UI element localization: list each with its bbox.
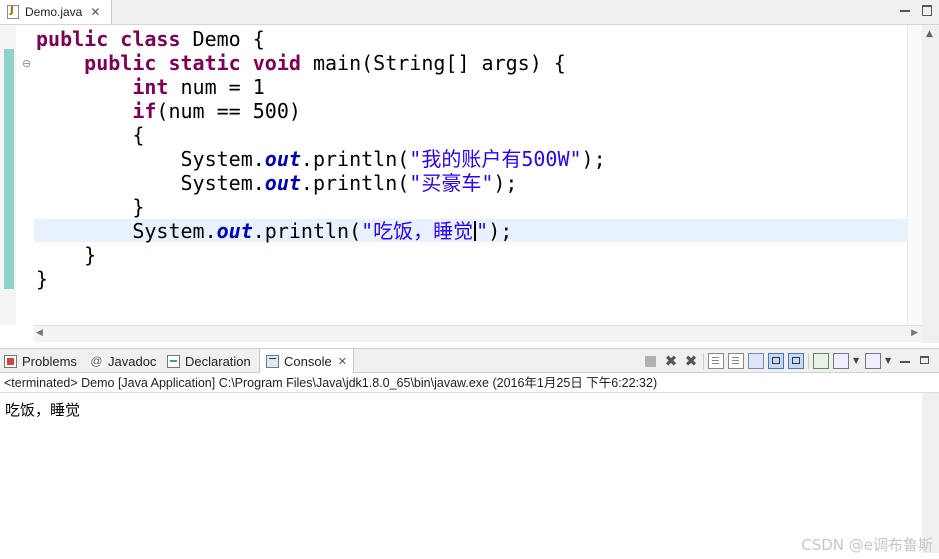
code-line[interactable]: System.out.println("买豪车");	[36, 171, 606, 195]
editor-tab-strip: Demo.java ✕	[0, 0, 939, 25]
tab-problems[interactable]: Problems	[4, 349, 77, 373]
code-token: if	[36, 99, 157, 123]
code-token: }	[36, 243, 97, 267]
maximize-icon[interactable]	[921, 4, 933, 16]
code-line[interactable]: int num = 1	[36, 75, 606, 99]
minimize-icon[interactable]	[897, 353, 913, 369]
code-token: .println(	[300, 171, 410, 195]
code-token: );	[493, 171, 518, 195]
open-console-icon[interactable]	[865, 353, 881, 369]
code-editor[interactable]: ⊖ public class Demo { public static void…	[0, 25, 939, 343]
code-line[interactable]: public class Demo {	[36, 27, 606, 51]
clear-console-icon[interactable]	[708, 353, 724, 369]
minimize-icon[interactable]	[899, 4, 911, 16]
tab-javadoc-label: Javadoc	[108, 353, 157, 369]
code-token: System.	[36, 147, 265, 171]
word-wrap-icon[interactable]	[748, 353, 764, 369]
code-token: public static void	[36, 51, 313, 75]
code-line[interactable]: System.out.println("吃饭，睡觉");	[36, 219, 606, 243]
maximize-icon[interactable]	[917, 353, 933, 369]
code-token: }	[36, 195, 145, 219]
code-token: out	[216, 219, 253, 243]
close-icon[interactable]: ✕	[90, 5, 101, 19]
code-token: Demo {	[192, 27, 265, 51]
console-icon	[266, 354, 279, 368]
terminate-icon[interactable]	[645, 355, 656, 367]
editor-vertical-scrollbar[interactable]: ▲	[922, 25, 939, 343]
code-line[interactable]: }	[36, 243, 606, 267]
code-line[interactable]: }	[36, 267, 606, 291]
code-line[interactable]: }	[36, 195, 606, 219]
code-token: .println(	[252, 219, 362, 243]
code-token: }	[36, 267, 49, 291]
show-console-on-error-icon[interactable]	[788, 353, 804, 369]
code-token: num = 1	[180, 75, 265, 99]
scroll-lock-icon[interactable]	[728, 353, 744, 369]
editor-tab-label: Demo.java	[25, 5, 83, 19]
close-icon[interactable]: ✕	[337, 355, 347, 368]
code-line[interactable]: {	[36, 123, 606, 147]
display-selected-console-icon[interactable]	[833, 353, 849, 369]
code-token: "吃饭，睡觉"	[361, 219, 489, 243]
scroll-right-icon[interactable]: ▶	[911, 328, 918, 338]
tab-console-label: Console	[284, 353, 332, 369]
code-token: );	[581, 147, 606, 171]
chevron-down-icon[interactable]: ▼	[885, 356, 892, 365]
code-token: public class	[36, 27, 193, 51]
declaration-icon	[167, 354, 180, 368]
tab-problems-label: Problems	[22, 353, 77, 369]
remove-all-terminated-icon[interactable]: ✖	[684, 352, 698, 370]
editor-horizontal-scrollbar[interactable]: ◀ ▶	[34, 325, 922, 342]
watermark: CSDN @e调布鲁斯	[801, 536, 933, 554]
code-token: out	[264, 147, 301, 171]
code-token: "买豪车"	[409, 171, 494, 195]
current-line-highlight	[34, 219, 922, 242]
tab-declaration-label: Declaration	[185, 353, 251, 369]
console-vertical-scrollbar[interactable]	[922, 393, 939, 553]
console-launch-status: <terminated> Demo [Java Application] C:\…	[0, 373, 939, 393]
code-token: .println(	[300, 147, 410, 171]
quick-diff-change-bar	[4, 49, 14, 289]
javadoc-icon: @	[90, 353, 103, 368]
code-token: (num == 500)	[156, 99, 301, 123]
code-token: "我的账户有500W"	[409, 147, 582, 171]
source-code[interactable]: public class Demo { public static void m…	[36, 27, 606, 291]
overview-ruler	[907, 25, 922, 325]
code-line[interactable]: System.out.println("我的账户有500W");	[36, 147, 606, 171]
bottom-panel-tabbar: Problems @ Javadoc Declaration Console ✕…	[0, 348, 939, 373]
toolbar-separator	[703, 353, 704, 369]
code-token: out	[264, 171, 301, 195]
tab-javadoc[interactable]: @ Javadoc	[90, 349, 156, 373]
code-token: System.	[36, 171, 265, 195]
code-line[interactable]: if(num == 500)	[36, 99, 606, 123]
code-token: );	[488, 219, 513, 243]
pin-console-icon[interactable]	[813, 353, 829, 369]
remove-launch-icon[interactable]: ✖	[664, 352, 678, 370]
editor-window-controls	[899, 4, 933, 16]
code-line[interactable]: public static void main(String[] args) {	[36, 51, 606, 75]
console-output-text: 吃饭，睡觉	[5, 401, 81, 419]
console-output-area[interactable]: 吃饭，睡觉	[0, 393, 939, 553]
code-token: main(String[] args) {	[312, 51, 566, 75]
console-toolbar: ✖ ✖ ▼ ▼	[642, 352, 933, 370]
show-console-on-output-icon[interactable]	[768, 353, 784, 369]
code-token: int	[36, 75, 181, 99]
tab-declaration[interactable]: Declaration	[167, 349, 251, 373]
scroll-left-icon[interactable]: ◀	[36, 328, 43, 338]
problems-icon	[4, 354, 17, 368]
tab-console[interactable]: Console ✕	[259, 349, 354, 373]
chevron-down-icon[interactable]: ▼	[853, 356, 860, 365]
scroll-up-icon[interactable]: ▲	[926, 29, 933, 39]
code-token: {	[36, 123, 145, 147]
code-token: System.	[36, 219, 217, 243]
java-file-icon	[7, 5, 19, 19]
text-cursor	[474, 221, 477, 241]
fold-collapse-icon[interactable]: ⊖	[22, 57, 32, 70]
editor-tab-demo-java[interactable]: Demo.java ✕	[0, 0, 112, 24]
toolbar-separator	[808, 353, 809, 369]
